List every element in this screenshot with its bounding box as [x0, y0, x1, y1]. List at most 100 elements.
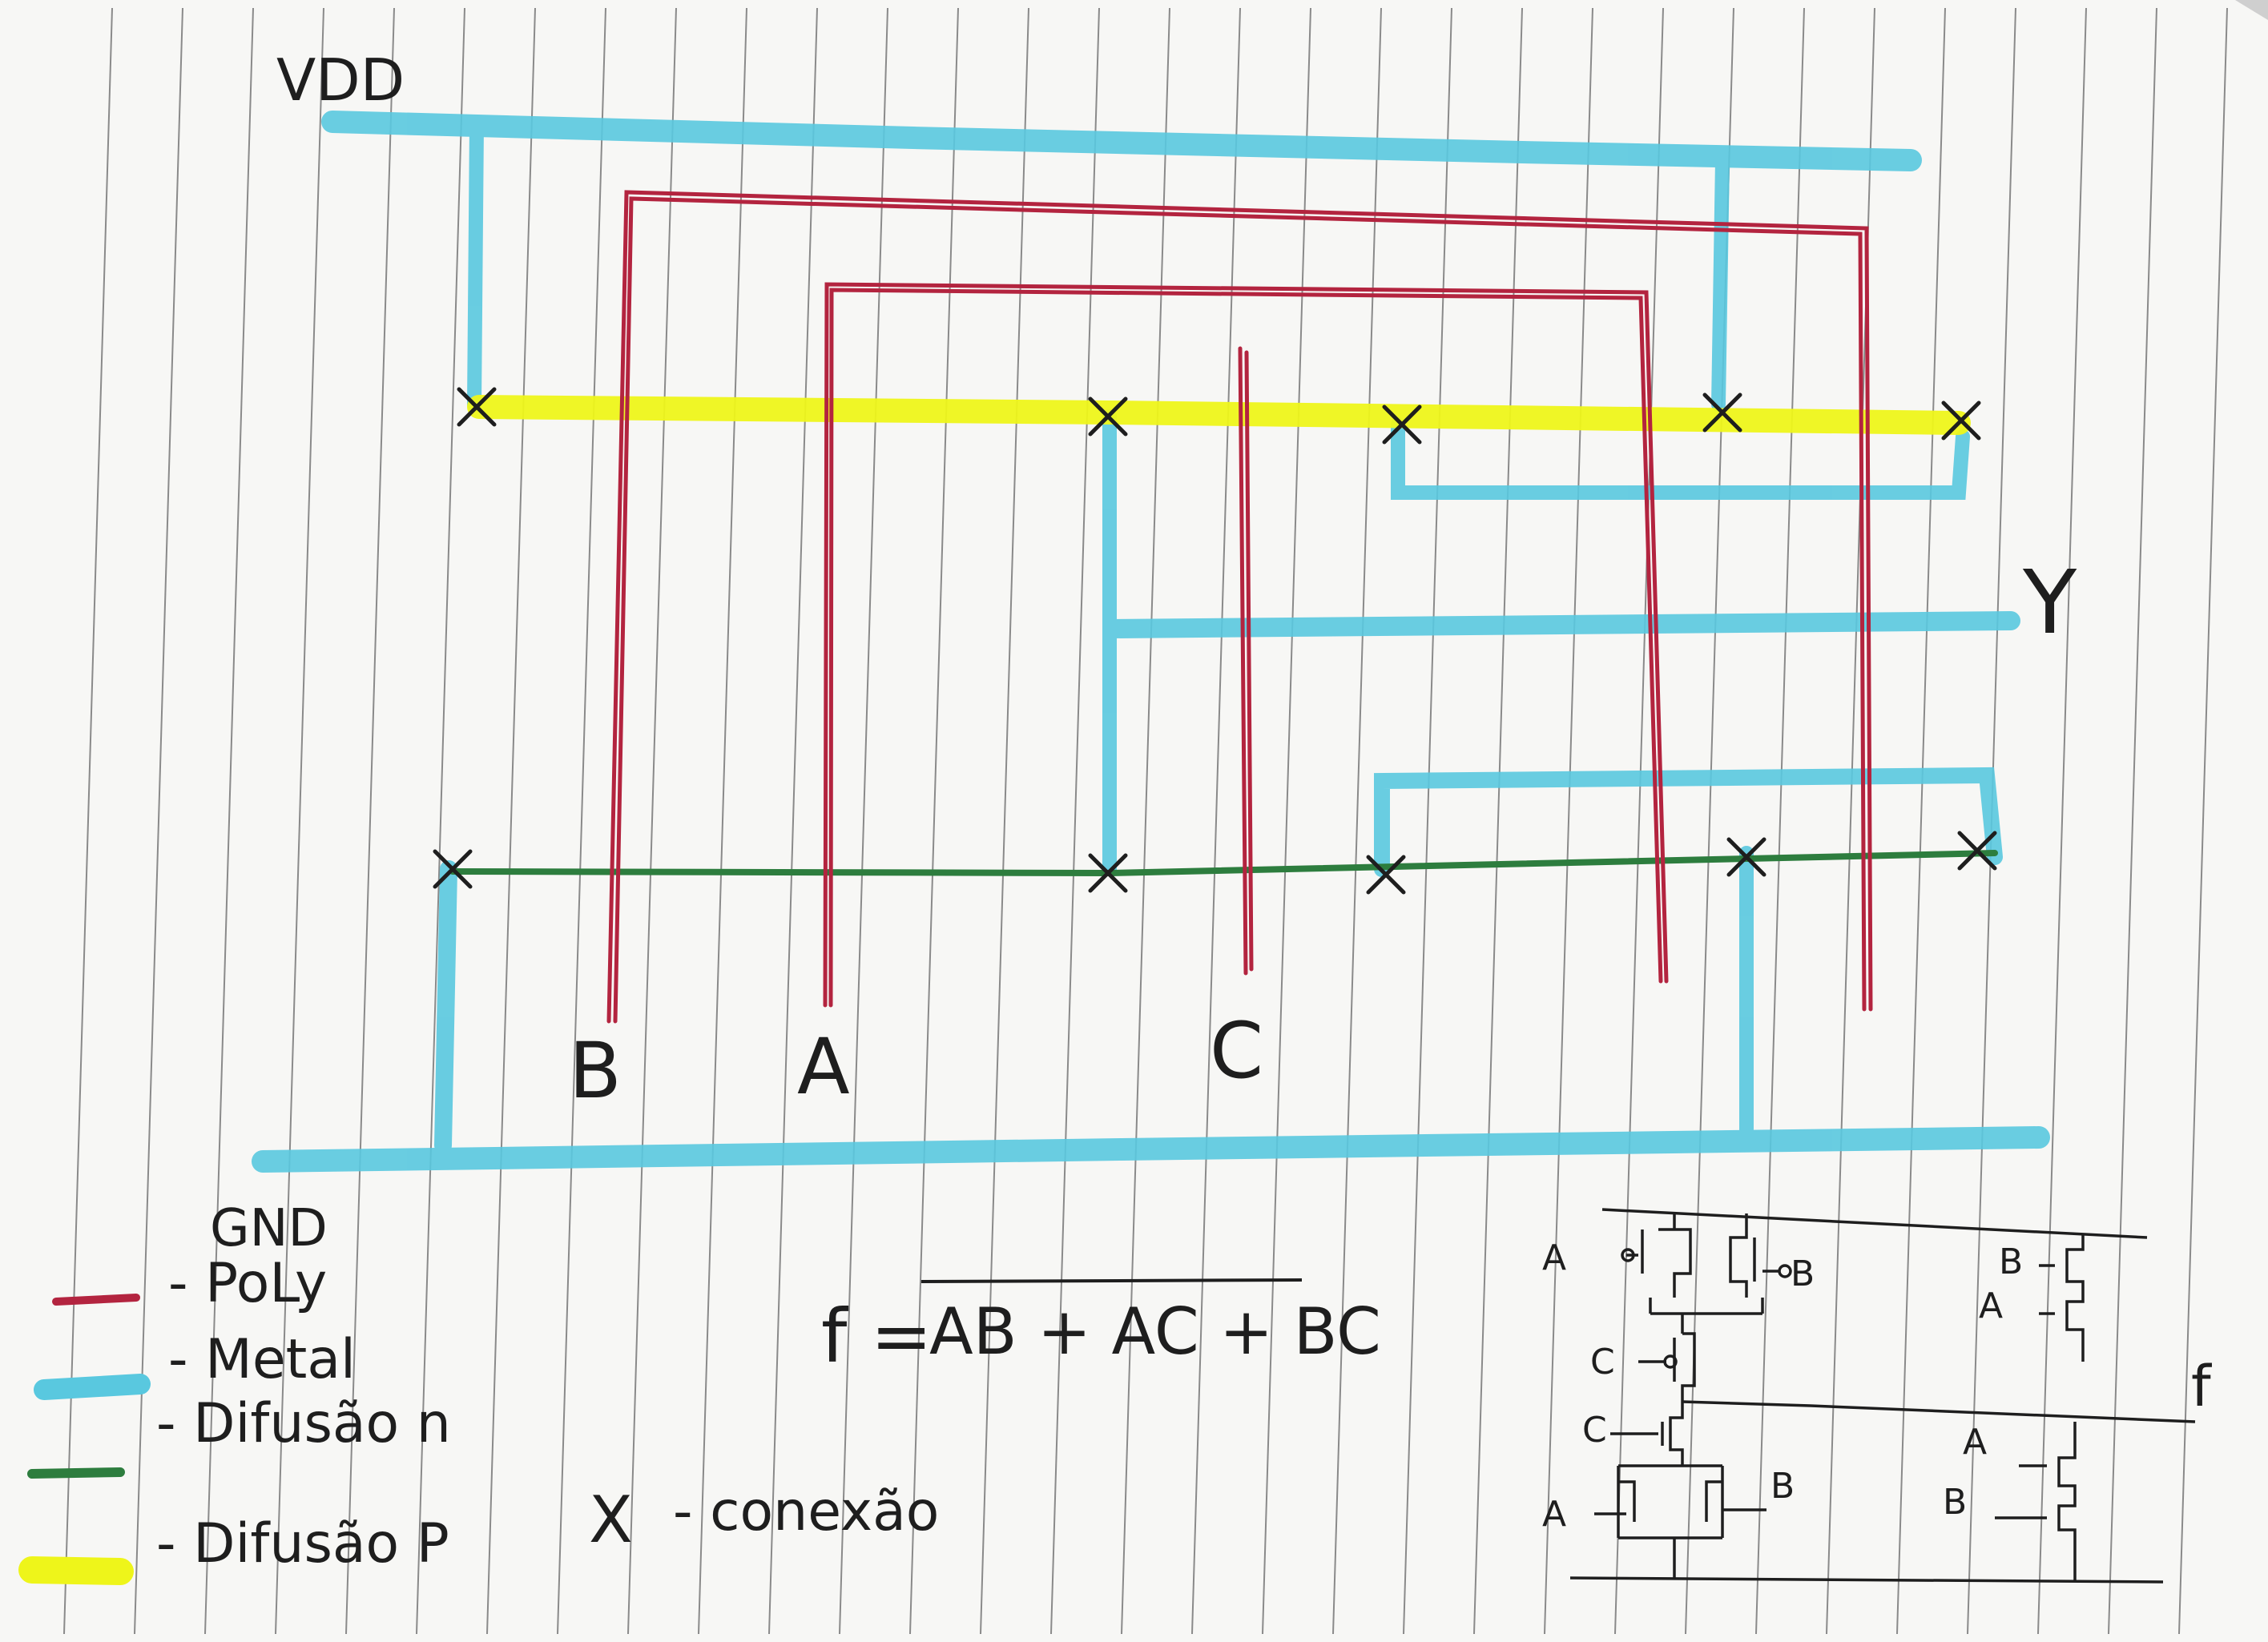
legend-swatch-diff-p	[18, 1556, 134, 1585]
schematic-gnd-line	[1569, 1576, 2164, 1584]
formula-overbar	[920, 1278, 1303, 1283]
legend-swatch-diff-n	[27, 1467, 125, 1479]
schematic-label: A	[1979, 1286, 2003, 1326]
right-pdn-pair	[1995, 1422, 2077, 1582]
poly-gate-c	[1238, 346, 1248, 976]
poly-gate-a-echo	[828, 288, 1663, 1008]
contact-x	[1382, 404, 1422, 445]
schematic-label: A	[1963, 1422, 1987, 1463]
metal-lower-link	[1374, 767, 2003, 877]
poly-gate-c-echo	[1244, 350, 1254, 972]
ruling-line	[1473, 7, 1523, 1635]
legend: - PoLy - Metal - Difusão n - Difusão P X…	[18, 1252, 939, 1585]
vdd-strap-left	[467, 117, 484, 412]
ruling-line	[1332, 7, 1382, 1635]
schematic-label: C	[1590, 1342, 1615, 1382]
ruling-line	[2037, 7, 2087, 1635]
vdd-rail	[321, 111, 1922, 171]
gnd-label: GND	[210, 1199, 328, 1258]
ruling-line	[63, 7, 113, 1635]
output-y-label: Y	[2022, 551, 2077, 654]
contact-x	[1941, 400, 1981, 441]
metal-right-link	[1391, 417, 1970, 500]
ruling-line	[1403, 7, 1452, 1635]
legend-contact-label: - conexão	[673, 1480, 939, 1543]
ruling-line	[1191, 7, 1241, 1635]
input-b-label: B	[569, 1026, 622, 1116]
right-pun-stack	[2039, 1234, 2085, 1362]
legend-diff-p-label: - Difusão P	[156, 1512, 449, 1576]
contact-x	[1957, 831, 1997, 871]
contact-x	[457, 387, 497, 427]
formula-rhs: AB + AC + BC	[929, 1294, 1381, 1369]
poly-gate-b-echo	[613, 196, 1867, 1024]
ruling-line	[275, 7, 324, 1635]
pmos-bubble-c	[1663, 1354, 1678, 1369]
ruling-line	[909, 7, 959, 1635]
legend-swatch-poly	[52, 1294, 140, 1306]
pmos-bubble-a	[1621, 1248, 1635, 1262]
contact-x	[1726, 837, 1766, 877]
gnd-rail	[252, 1126, 2050, 1173]
ruling-line	[204, 7, 254, 1635]
schematic-vdd-line	[1601, 1208, 2148, 1239]
notebook-ruling	[63, 7, 2228, 1635]
vdd-strap-right	[1711, 153, 1730, 412]
ruling-line	[134, 7, 183, 1635]
ruling-line	[557, 7, 606, 1635]
ruling-line	[1544, 7, 1593, 1635]
pdn-parallel-pair	[1594, 1464, 1766, 1578]
contact-x	[1088, 396, 1128, 437]
vdd-label: VDD	[276, 46, 405, 114]
poly-gate-a	[823, 282, 1669, 1008]
legend-contact-mark: X	[589, 1483, 633, 1557]
metal-layer	[252, 111, 2050, 1173]
ruling-line	[1614, 7, 1664, 1635]
ruling-line	[2108, 7, 2157, 1635]
schematic-label: A	[1542, 1494, 1566, 1535]
schematic-label: B	[1791, 1254, 1815, 1294]
ruling-line	[980, 7, 1029, 1635]
output-node	[1682, 1400, 2196, 1423]
schematic-output-label: f	[2191, 1354, 2212, 1419]
pmos-bubble-b	[1778, 1264, 1792, 1278]
ruling-line	[768, 7, 818, 1635]
legend-poly-label: - PoLy	[168, 1252, 327, 1315]
transistor-schematic	[1569, 1208, 2196, 1584]
pun-left-transistor	[1626, 1213, 1692, 1298]
legend-swatch-metal	[34, 1374, 151, 1400]
schematic-label: B	[1999, 1242, 2023, 1282]
ruling-line	[1262, 7, 1311, 1635]
schematic-label: B	[1770, 1466, 1795, 1507]
ruling-line	[839, 7, 888, 1635]
contact-x	[1088, 853, 1128, 893]
ruling-line	[416, 7, 465, 1635]
pun-parallel-join	[1649, 1298, 1764, 1334]
schematic-labels: A B C C A B B A f A B	[1542, 1238, 2212, 1535]
contacts-layer	[433, 387, 1997, 895]
ruling-line	[698, 7, 747, 1635]
schematic-label: C	[1582, 1410, 1607, 1451]
ruling-line	[1050, 7, 1100, 1635]
poly-gate-b	[606, 190, 1873, 1024]
ruling-line	[1755, 7, 1805, 1635]
contact-x	[1366, 855, 1406, 895]
gnd-strap-left	[434, 860, 457, 1154]
poly-layer	[606, 190, 1873, 1024]
legend-diff-n-label: - Difusão n	[156, 1392, 451, 1455]
pun-right-transistor	[1729, 1213, 1779, 1298]
input-a-label: A	[797, 1022, 850, 1112]
ruling-line	[345, 7, 395, 1635]
legend-metal-label: - Metal	[168, 1328, 356, 1391]
ruling-line	[1896, 7, 1946, 1635]
contact-x	[1702, 392, 1742, 433]
ruling-line	[486, 7, 536, 1635]
p-diffusion-strip	[467, 395, 1971, 435]
contact-x	[433, 849, 473, 889]
ruling-line	[627, 7, 677, 1635]
ruling-line	[1121, 7, 1170, 1635]
pdn-series-transistor	[1610, 1402, 1684, 1466]
formula-lhs: f =	[821, 1294, 933, 1379]
